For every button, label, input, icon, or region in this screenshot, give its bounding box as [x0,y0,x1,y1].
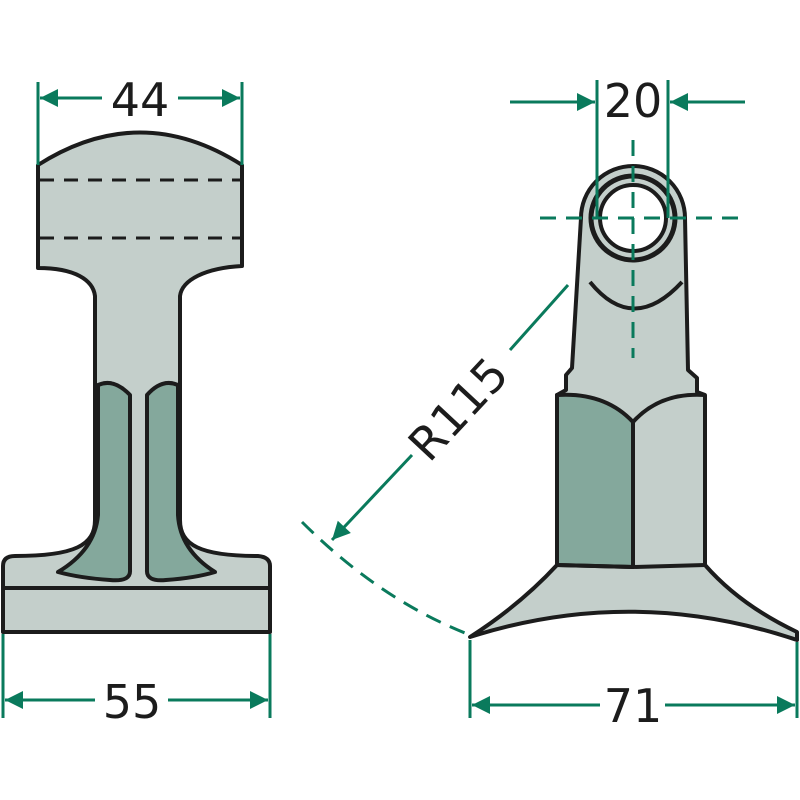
blade-shaded-face [555,392,635,569]
dimension-label-55: 55 [103,675,162,729]
groove-right [144,381,217,583]
dimension-label-r115: R115 [398,347,519,471]
dimension-label-20: 20 [604,74,663,128]
dimension-55: 55 [1,634,272,729]
blade-front-outline [468,164,799,642]
dimension-r115: R115 [300,284,570,637]
dimension-44: 44 [36,73,244,165]
front-view-blade [468,140,799,642]
blade-top-arc [631,392,706,424]
radius-arc [300,520,471,637]
side-view-blade [1,130,272,634]
dimension-label-44: 44 [111,73,170,127]
blade-lower-edge [556,563,706,570]
blade-side-outline [1,130,272,634]
dimension-label-71: 71 [604,679,663,733]
dimension-20: 20 [510,74,745,218]
dimension-71: 71 [468,640,799,733]
groove-left [56,381,133,583]
